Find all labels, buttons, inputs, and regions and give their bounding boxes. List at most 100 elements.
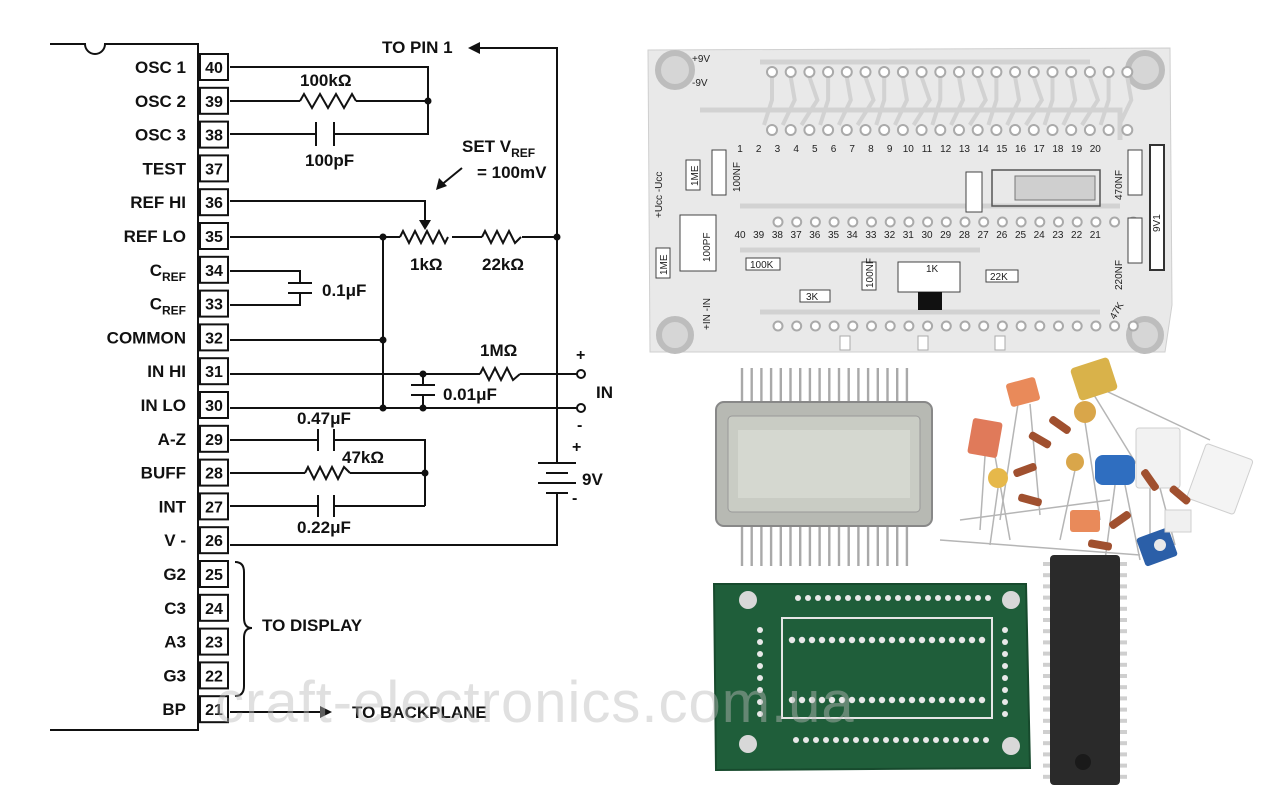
axial-resistor	[1013, 462, 1037, 478]
pin-name-main: G3	[163, 666, 186, 685]
pcb-trace	[1080, 76, 1101, 127]
pcb-pin-number: 29	[940, 230, 952, 241]
pcb-pad	[983, 737, 989, 743]
pin-number: 32	[205, 330, 223, 347]
pcb-pad	[968, 636, 976, 644]
pcb-pad	[798, 636, 806, 644]
ic-leg	[1118, 707, 1127, 712]
pcb-pad	[934, 66, 947, 78]
pin-box	[199, 222, 229, 250]
pcb-pad	[863, 737, 869, 743]
pcb-pad	[835, 595, 841, 601]
pcb-pad	[965, 595, 971, 601]
component-lead	[959, 499, 1111, 521]
pin-name-main: OSC 2	[135, 92, 186, 111]
pcb-pad-rect	[994, 335, 1006, 351]
pcb-pad	[1009, 66, 1022, 78]
silk-cap-block	[679, 214, 717, 272]
pin-name: V -	[164, 531, 186, 550]
ic-leg	[1118, 618, 1127, 622]
ic-leg	[1043, 562, 1052, 566]
pcb-pin-number: 8	[868, 144, 874, 155]
pcb-pad	[772, 216, 784, 228]
pcb-pad	[757, 663, 763, 669]
pcb-pad	[915, 124, 928, 136]
pcb-pad	[885, 595, 891, 601]
pin-name: TEST	[143, 159, 187, 178]
pin-box	[199, 188, 229, 217]
label-0-47uf: 0.47μF	[297, 409, 351, 428]
pcb-pin-number: 32	[884, 230, 896, 241]
junction-dot	[419, 404, 427, 412]
pcb-pad	[996, 216, 1008, 228]
label-battery-plus: +	[572, 439, 581, 456]
ic-leg	[1118, 584, 1127, 589]
arrowhead-set-vref	[436, 178, 447, 190]
label-0-1uf: 0.1μF	[322, 281, 366, 300]
pin-name: A-Z	[158, 430, 186, 449]
pcb-pad	[828, 320, 840, 332]
junction-dot	[379, 336, 387, 344]
pcb-pad	[1002, 627, 1008, 633]
ic-leg	[1118, 674, 1127, 678]
pcb-trace	[1042, 77, 1055, 126]
pcb-pad	[766, 66, 778, 78]
label-to-pin1: TO PIN 1	[382, 38, 453, 57]
pcb-pad	[847, 216, 859, 228]
pcb-pad	[1046, 124, 1059, 136]
pin-name: OSC 2	[135, 92, 186, 111]
pcb-pin-number: 30	[921, 230, 933, 241]
pin-number: 34	[205, 263, 223, 280]
ic-leg	[1043, 573, 1052, 578]
pcb-pad	[818, 636, 826, 644]
pcb-pad	[959, 216, 971, 228]
pin-name-main: INT	[159, 497, 187, 516]
silk-vm: -9V	[692, 78, 708, 89]
axial-resistor	[1028, 431, 1052, 449]
pcb-pin-number: 23	[1052, 230, 1064, 241]
silk-vp: +9V	[692, 54, 710, 65]
component-lead	[1029, 403, 1041, 516]
pcb-trace	[799, 76, 820, 127]
ic-leg	[1043, 696, 1052, 701]
pin-name-main: BP	[162, 700, 186, 719]
pcb-pad	[757, 687, 763, 693]
pcb-pad	[945, 595, 951, 601]
silk-100pf: 100PF	[702, 233, 713, 262]
pcb-pin-number: 1	[737, 144, 743, 155]
ic-notch	[1075, 754, 1091, 770]
pin-box	[199, 661, 229, 690]
axial-resistor	[1109, 511, 1131, 529]
pin-name-main: OSC 1	[135, 58, 186, 77]
pcb-trace	[1024, 76, 1045, 127]
ref-hi-wire	[230, 200, 426, 222]
pcb-pad	[859, 66, 872, 78]
pcb-pad	[866, 216, 877, 228]
pcb-pad	[925, 595, 931, 601]
pcb-pad	[805, 595, 811, 601]
pin-name: G3	[163, 666, 186, 685]
pcb-pad	[843, 737, 849, 743]
pcb-pad	[878, 66, 891, 78]
pcb-pad	[1083, 124, 1096, 136]
pcb-pad	[1046, 66, 1059, 78]
silk-cap-220n	[1127, 217, 1143, 264]
pcb-pad	[903, 216, 915, 228]
pcb-pad	[803, 66, 816, 78]
pcb-pad	[757, 699, 763, 705]
pin-box	[199, 695, 229, 724]
pcb-pad	[866, 320, 877, 332]
cref-capacitor	[230, 270, 312, 306]
label-22k: 22kΩ	[482, 255, 524, 274]
junction-dot	[379, 404, 387, 412]
pcb-pad	[1015, 216, 1027, 228]
pin-name: REF HI	[130, 193, 186, 212]
silk-470nf: 470NF	[1114, 170, 1125, 200]
label-100mv: = 100mV	[477, 163, 547, 182]
pcb-pad	[1065, 66, 1078, 78]
pcb-pin-number: 15	[996, 144, 1008, 155]
pcb-pad	[791, 320, 803, 332]
blue-capacitor	[1095, 455, 1135, 485]
pcb-traces	[700, 59, 1134, 315]
